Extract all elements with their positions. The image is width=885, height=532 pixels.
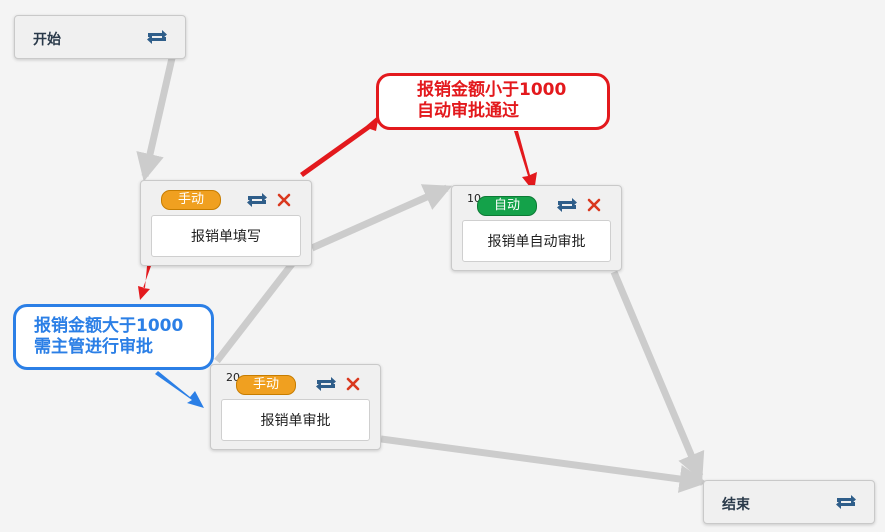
callout-over-1000-line2: 需主管进行审批 [34,337,153,357]
auto-approval-node[interactable]: 10 自动 报销单自动审批 [451,185,622,271]
callout-over-1000-line1: 报销金额大于1000 [34,316,184,336]
repeat-icon[interactable] [145,28,169,46]
callout-over-1000: 报销金额大于1000 需主管进行审批 [13,304,214,370]
repeat-icon[interactable] [245,191,269,209]
callout-blue-pointer [155,371,204,408]
fill-form-node[interactable]: 手动 报销单填写 [140,180,312,266]
close-icon[interactable] [346,377,360,391]
manager-approval-title: 报销单审批 [221,399,370,441]
end-node-label: 结束 [722,497,750,513]
edge-manager-to-end [380,435,708,493]
manual-badge: 手动 [161,190,221,210]
callout-under-1000: 报销金额小于1000 自动审批通过 [376,73,610,130]
start-node[interactable]: 开始 [14,15,186,59]
edge-auto-to-manager [214,261,295,364]
callout-under-1000-line1: 报销金额小于1000 [417,80,567,100]
repeat-icon[interactable] [555,196,579,214]
fill-form-title: 报销单填写 [151,215,301,257]
auto-approval-title: 报销单自动审批 [462,220,611,262]
manual-badge: 手动 [236,375,296,395]
start-node-label: 开始 [33,32,61,48]
callout-red-pointer-down [514,131,537,192]
end-node[interactable]: 结束 [703,480,875,524]
close-icon[interactable] [277,193,291,207]
manager-approval-node[interactable]: 20 手动 报销单审批 [210,364,381,450]
auto-badge: 自动 [477,196,537,216]
repeat-icon[interactable] [314,375,338,393]
callout-under-1000-line2: 自动审批通过 [417,101,519,121]
callout-red-pointer-fill [138,266,151,300]
callout-red-pointer-up [300,115,379,177]
close-icon[interactable] [587,198,601,212]
edge-auto-to-end [610,270,705,482]
edge-start-to-fill [136,57,176,182]
repeat-icon[interactable] [834,493,858,511]
edge-fill-to-auto [310,184,453,252]
